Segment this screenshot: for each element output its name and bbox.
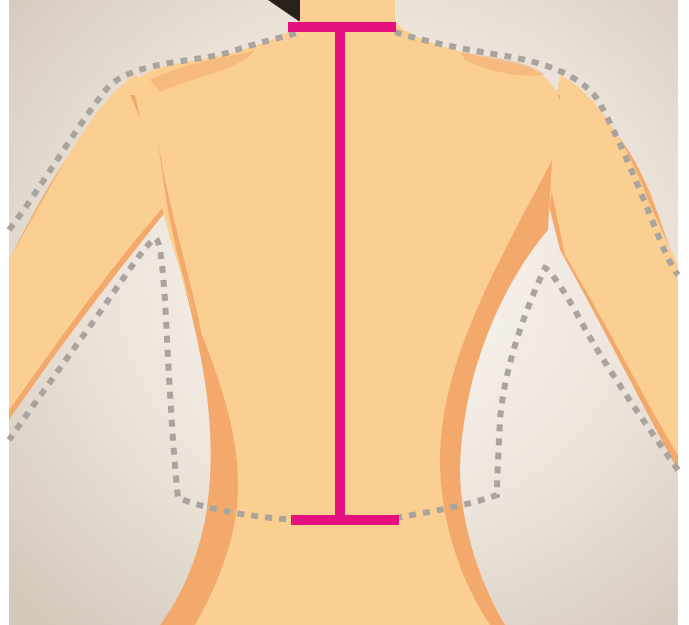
measure-vertical-line <box>335 27 345 522</box>
measure-bottom-bar <box>291 515 399 525</box>
